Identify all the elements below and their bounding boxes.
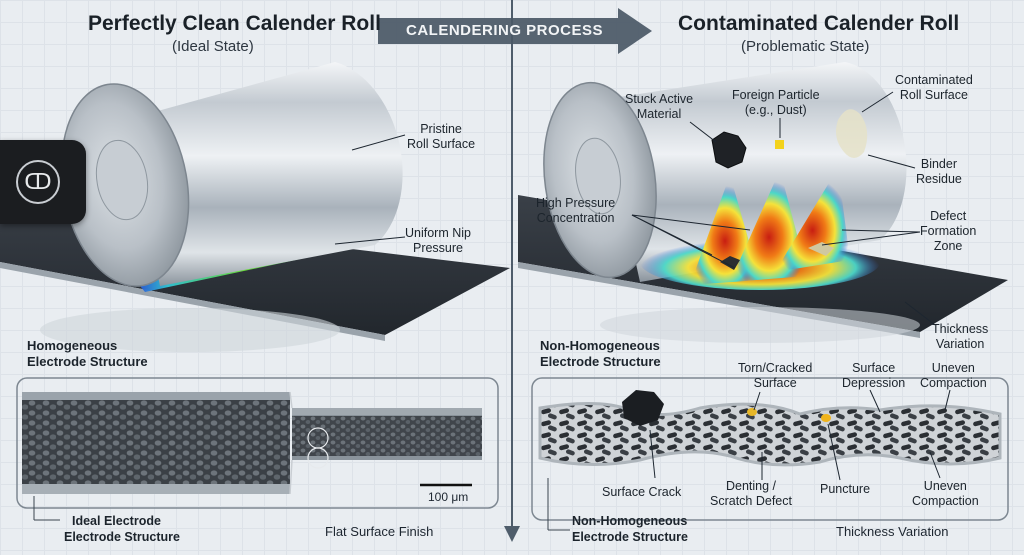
left-title: Perfectly Clean Calender Roll <box>88 12 381 35</box>
binder-residue <box>836 109 868 158</box>
right-structure-frame <box>531 377 1009 521</box>
flat-surface-label: Flat Surface Finish <box>325 524 434 539</box>
right-title: Contaminated Calender Roll <box>678 12 960 35</box>
denting-label: Denting /Scratch Defect <box>710 479 792 508</box>
thickness-variation-label: Thickness Variation <box>836 524 949 539</box>
foreign-particle <box>775 140 784 149</box>
foreign-particle-callout: Foreign Particle(e.g., Dust) <box>732 88 820 117</box>
stuck-active-material <box>711 131 747 169</box>
process-arrow <box>378 8 652 54</box>
process-label: CALENDERING PROCESS <box>406 22 604 39</box>
surface-crack-label: Surface Crack <box>602 485 682 499</box>
heat-spike-3 <box>775 168 850 272</box>
clean-roll-body <box>125 62 403 286</box>
large-agglomerate <box>622 390 664 426</box>
ideal-microstructure <box>22 400 290 484</box>
puncture-label: Puncture <box>820 482 871 496</box>
left-structure-frame <box>16 377 499 509</box>
scale-bar-label: 100 μm <box>428 490 469 504</box>
divider-arrowhead <box>504 526 520 542</box>
robot-face-icon[interactable]: ↀ <box>16 160 60 204</box>
left-subtitle: (Ideal State) <box>172 38 254 55</box>
right-subtitle: (Problematic State) <box>741 38 870 55</box>
overlay-widget[interactable]: ↀ <box>0 140 86 224</box>
